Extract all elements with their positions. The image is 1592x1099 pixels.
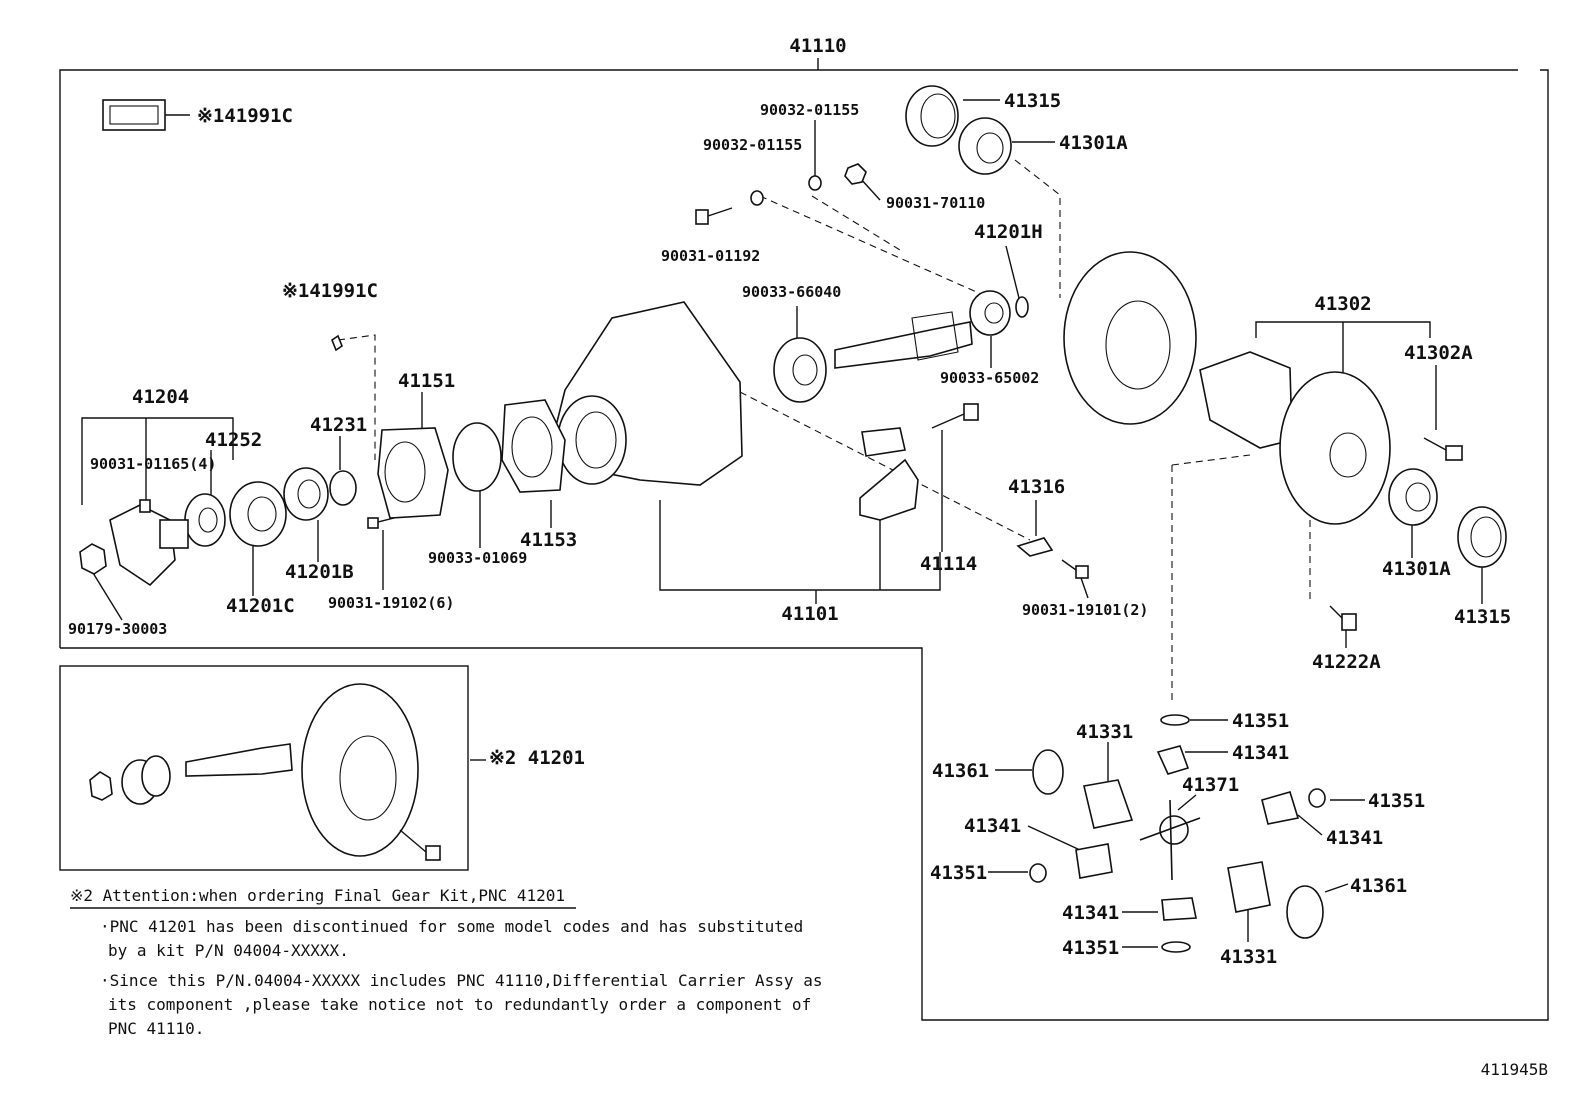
callout-41341-b: 41341 xyxy=(964,815,1021,837)
callout-41101: 41101 xyxy=(781,603,838,625)
callout-41151: 41151 xyxy=(398,370,455,392)
callout-41252: 41252 xyxy=(205,429,262,451)
callout-labels: 41110 ※141991C ※141991C 90032-01155 9003… xyxy=(68,35,1511,968)
leader-lines xyxy=(81,99,1483,948)
callout-41341-c: 41341 xyxy=(1326,827,1383,849)
callout-41361-b: 41361 xyxy=(1350,875,1407,897)
callout-41114: 41114 xyxy=(920,553,977,575)
callout-41316: 41316 xyxy=(1008,476,1065,498)
callout-41301a-left: 41301A xyxy=(1382,558,1451,580)
callout-41222a: 41222A xyxy=(1312,651,1381,673)
callout-41331-a: 41331 xyxy=(1076,721,1133,743)
callout-41351-c: 41351 xyxy=(930,862,987,884)
callout-90179-30003: 90179-30003 xyxy=(68,620,167,638)
callout-90031-70110: 90031-70110 xyxy=(886,194,985,212)
drawing-code: 411945B xyxy=(1481,1060,1548,1079)
callout-90032-01155-lower: 90032-01155 xyxy=(703,136,802,154)
callout-90031-01165: 90031-01165(4) xyxy=(90,455,216,473)
callout-41201-kit: ※2 41201 xyxy=(489,747,585,769)
callout-41341-a: 41341 xyxy=(1232,742,1289,764)
assembly-dashed-lines xyxy=(337,159,1311,700)
note-heading: ※2 Attention:when ordering Final Gear Ki… xyxy=(70,886,565,905)
callout-41315-top: 41315 xyxy=(1004,90,1061,112)
note-line-3: ·Since this P/N.04004-XXXXX includes PNC… xyxy=(100,971,822,990)
callout-41302a: 41302A xyxy=(1404,342,1473,364)
callout-41331-b: 41331 xyxy=(1220,946,1277,968)
attention-notes: ※2 Attention:when ordering Final Gear Ki… xyxy=(70,886,822,1038)
callout-41351-a: 41351 xyxy=(1232,710,1289,732)
kit-inset-frame xyxy=(59,665,469,871)
callout-41371: 41371 xyxy=(1182,774,1239,796)
callout-90032-01155-upper: 90032-01155 xyxy=(760,101,859,119)
callout-41351-d: 41351 xyxy=(1062,937,1119,959)
callout-41201b: 41201B xyxy=(285,561,354,583)
assembly-frame xyxy=(59,58,1549,1021)
note-line-2: by a kit P/N 04004-XXXXX. xyxy=(108,941,349,960)
callout-41301a-top: 41301A xyxy=(1059,132,1128,154)
callout-41201h: 41201H xyxy=(974,221,1043,243)
callout-41204: 41204 xyxy=(132,386,189,408)
callout-41991c-mid: ※141991C xyxy=(282,280,378,302)
part-sketches xyxy=(79,85,1507,953)
callout-41231: 41231 xyxy=(310,414,367,436)
callout-41361-a: 41361 xyxy=(932,760,989,782)
callout-41201c: 41201C xyxy=(226,595,295,617)
callout-41315-right: 41315 xyxy=(1454,606,1511,628)
callout-41153: 41153 xyxy=(520,529,577,551)
callout-41110: 41110 xyxy=(789,35,846,57)
callout-90031-19102: 90031-19102(6) xyxy=(328,594,454,612)
callout-90031-01192: 90031-01192 xyxy=(661,247,760,265)
callout-90033-01069: 90033-01069 xyxy=(428,549,527,567)
callout-90033-66040: 90033-66040 xyxy=(742,283,841,301)
callout-41991c-top: ※141991C xyxy=(197,105,293,127)
callout-41302: 41302 xyxy=(1314,293,1371,315)
callout-41341-d: 41341 xyxy=(1062,902,1119,924)
note-line-1: ·PNC 41201 has been discontinued for som… xyxy=(100,917,803,936)
note-line-4: its component ,please take notice not to… xyxy=(108,995,811,1014)
callout-41351-b: 41351 xyxy=(1368,790,1425,812)
callout-90031-19101: 90031-19101(2) xyxy=(1022,601,1148,619)
callout-90033-65002: 90033-65002 xyxy=(940,369,1039,387)
note-line-5: PNC 41110. xyxy=(108,1019,204,1038)
